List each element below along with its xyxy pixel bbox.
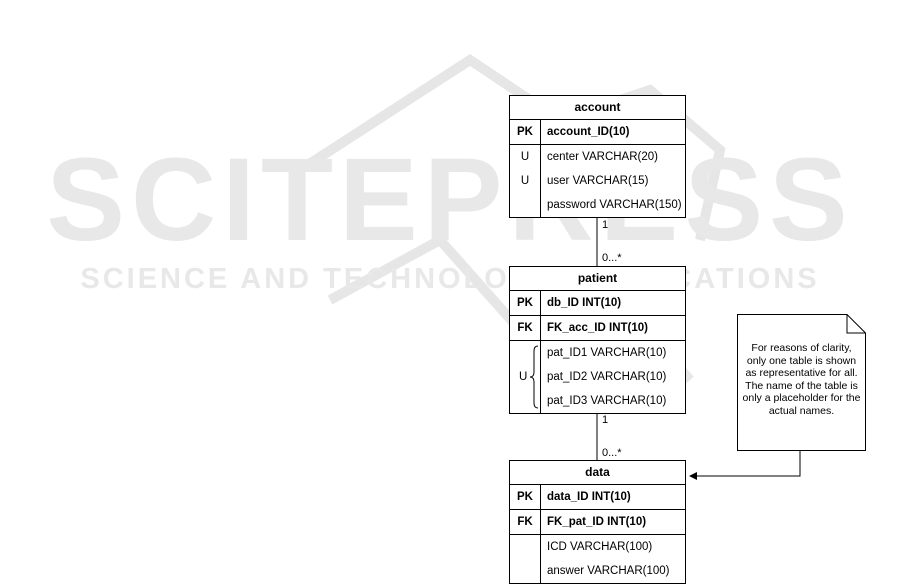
field-name: data_ID INT(10) — [547, 491, 631, 503]
field-name: user VARCHAR(15) — [547, 175, 649, 187]
table-row: U center VARCHAR(20) — [510, 145, 685, 169]
key-badge: U — [519, 371, 528, 383]
table-row: PK db_ID INT(10) — [510, 291, 685, 316]
table-account[interactable]: account PK account_ID(10) U center VARCH… — [509, 95, 686, 218]
key-badge: PK — [510, 291, 541, 315]
key-badge — [510, 559, 541, 583]
note-arrow-line — [691, 451, 801, 477]
unique-group: U pat_ID1 VARCHAR(10) pat_ID2 VARCHAR(10… — [510, 341, 685, 413]
table-data[interactable]: data PK data_ID INT(10) FK FK_pat_ID INT… — [509, 460, 686, 584]
key-badge: PK — [510, 120, 541, 144]
field-name: center VARCHAR(20) — [547, 151, 658, 163]
table-row: answer VARCHAR(100) — [510, 559, 685, 583]
table-title: patient — [510, 267, 685, 291]
key-badge: U — [510, 145, 541, 169]
table-row: PK account_ID(10) — [510, 120, 685, 145]
key-badge: U — [510, 169, 541, 193]
key-badge — [510, 193, 541, 217]
table-row: ICD VARCHAR(100) — [510, 535, 685, 559]
key-badge: FK — [510, 316, 541, 340]
table-title: data — [510, 461, 685, 485]
note-shape[interactable]: For reasons of clarity, only one table i… — [737, 314, 866, 451]
field-name: answer VARCHAR(100) — [547, 565, 670, 577]
table-row: U user VARCHAR(15) — [510, 169, 685, 193]
key-badge: FK — [510, 510, 541, 534]
cardinality-many: 0...* — [602, 252, 622, 264]
table-row: PK data_ID INT(10) — [510, 485, 685, 510]
cardinality-many: 0...* — [602, 447, 622, 459]
field-name: account_ID(10) — [547, 126, 630, 138]
table-title: account — [510, 96, 685, 120]
field-name: FK_acc_ID INT(10) — [547, 322, 648, 334]
key-column — [510, 341, 541, 413]
field-name: pat_ID3 VARCHAR(10) — [547, 395, 667, 407]
field-name: FK_pat_ID INT(10) — [547, 516, 647, 528]
note-text: For reasons of clarity, only one table i… — [742, 342, 861, 417]
field-name: pat_ID1 VARCHAR(10) — [547, 347, 667, 359]
field-name: ICD VARCHAR(100) — [547, 541, 653, 553]
note-outline — [737, 314, 866, 451]
key-badge: PK — [510, 485, 541, 509]
table-row: password VARCHAR(150) — [510, 193, 685, 217]
field-name: password VARCHAR(150) — [547, 199, 682, 211]
cardinality-one: 1 — [602, 414, 609, 426]
cardinality-one: 1 — [602, 219, 609, 231]
arrowhead-icon — [689, 472, 697, 480]
field-name: db_ID INT(10) — [547, 297, 622, 309]
table-patient[interactable]: patient PK db_ID INT(10) FK FK_acc_ID IN… — [509, 266, 686, 414]
field-name: pat_ID2 VARCHAR(10) — [547, 371, 667, 383]
key-badge — [510, 535, 541, 559]
table-row: FK FK_pat_ID INT(10) — [510, 510, 685, 535]
table-row: FK FK_acc_ID INT(10) — [510, 316, 685, 341]
brace-icon — [529, 345, 539, 409]
